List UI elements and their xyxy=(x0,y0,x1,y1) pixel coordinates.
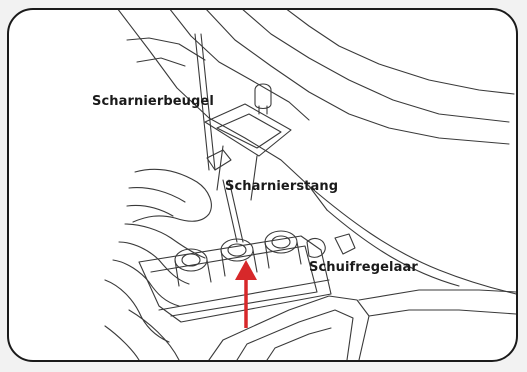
arrow-up-icon xyxy=(235,260,257,328)
label-scharnierstang: Scharnierstang xyxy=(225,179,338,194)
illustration-frame: Scharnierbeugel Scharnierstang Schuifreg… xyxy=(7,8,518,362)
label-schuifregelaar: Schuifregelaar xyxy=(309,260,418,275)
label-scharnierbeugel: Scharnierbeugel xyxy=(92,94,214,109)
slider-tube xyxy=(175,249,207,271)
side-clip xyxy=(335,234,355,254)
mount-knob xyxy=(255,84,271,109)
slider-block xyxy=(139,236,331,322)
